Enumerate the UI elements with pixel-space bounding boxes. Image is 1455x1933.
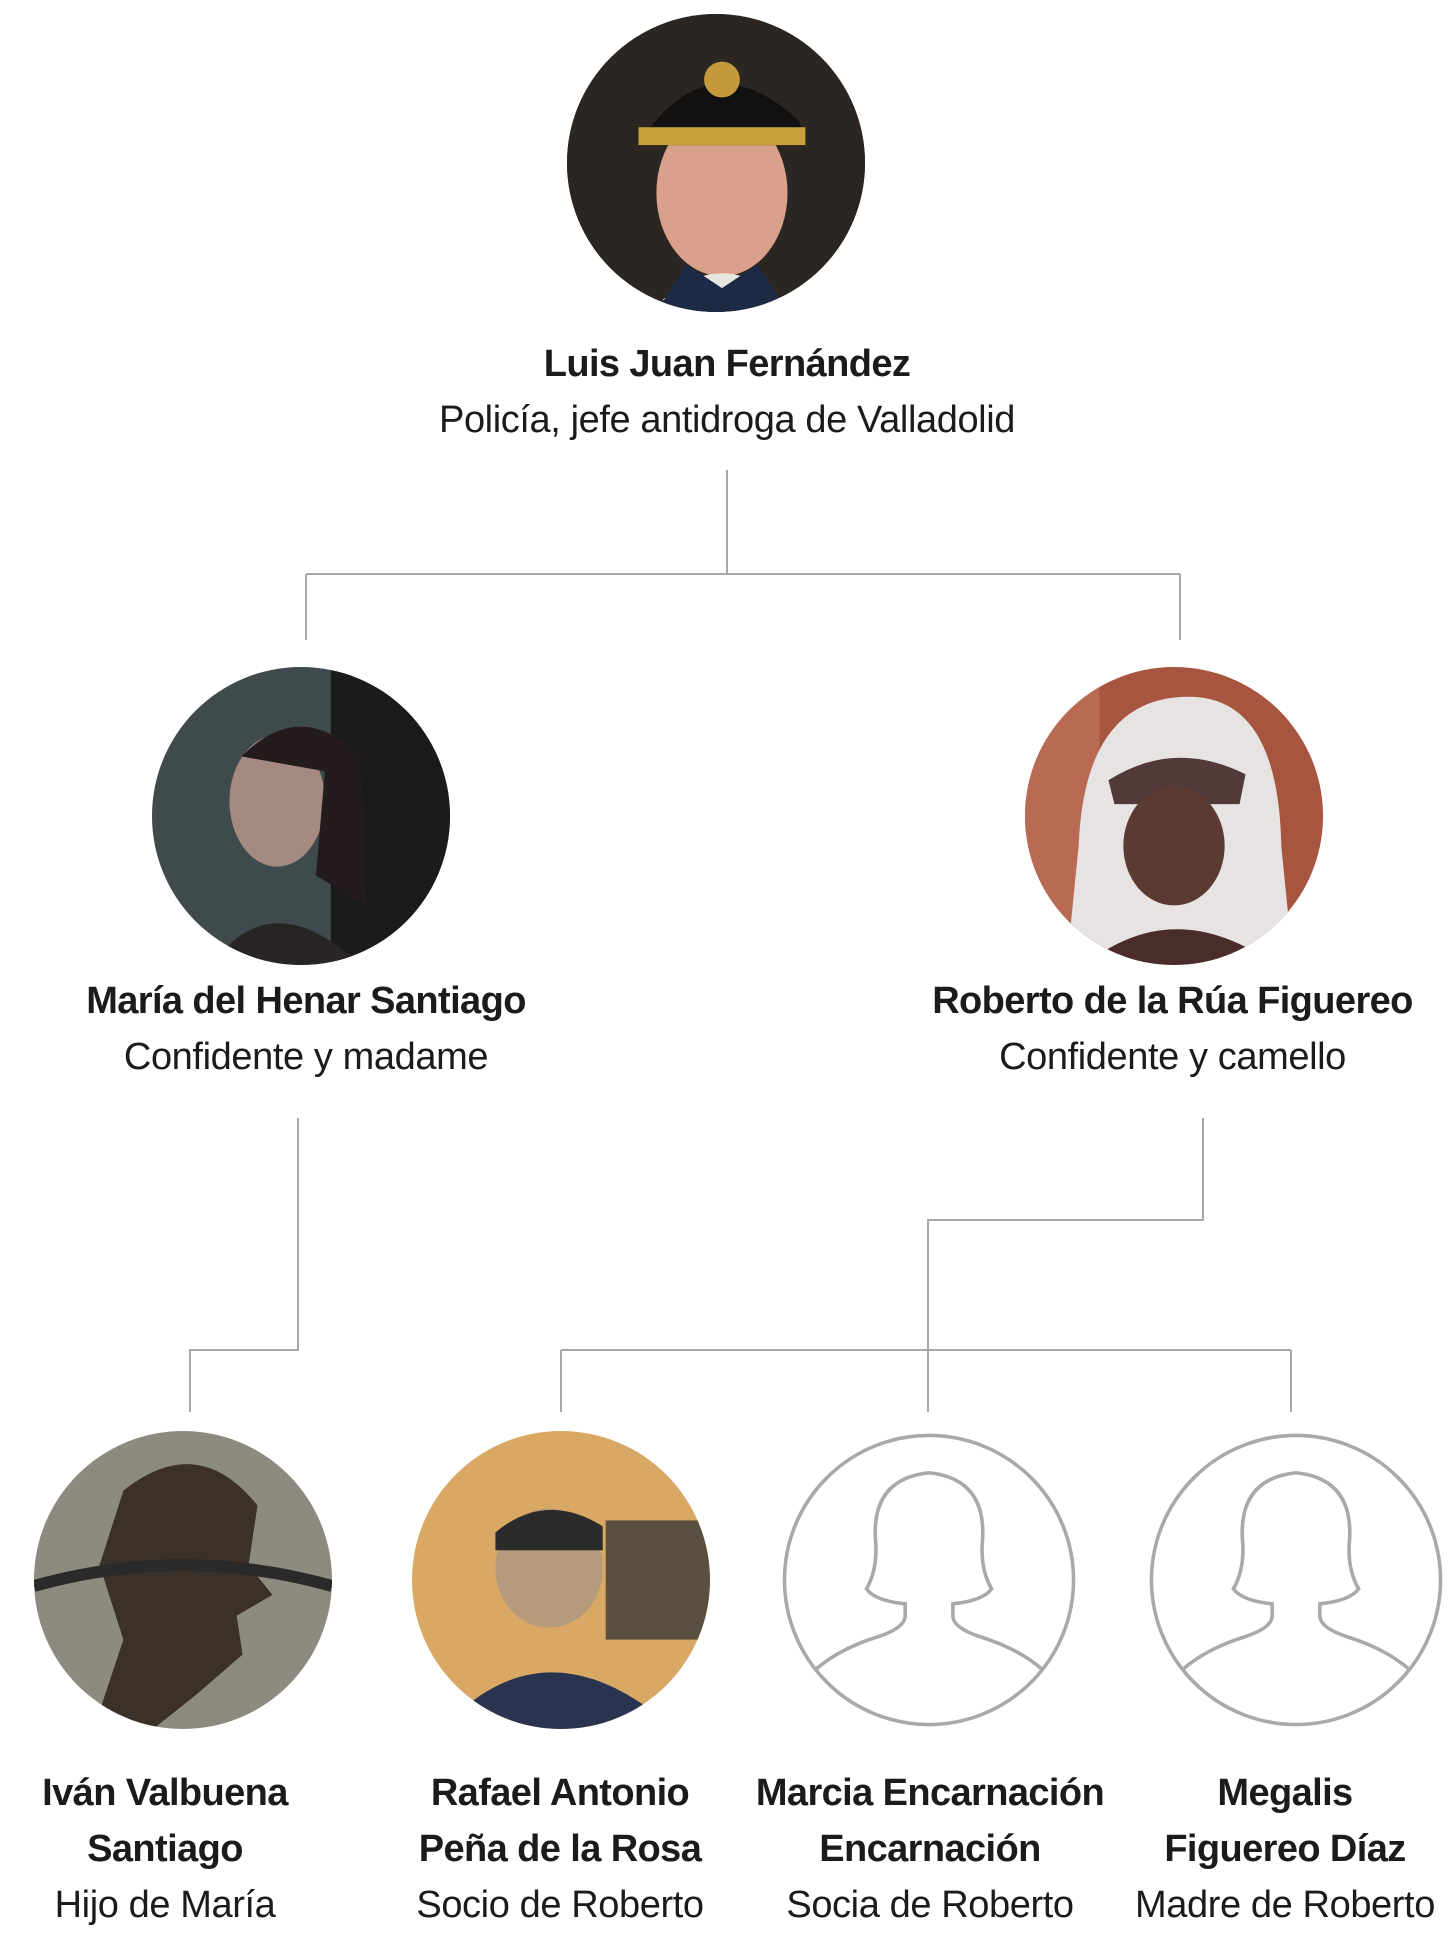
maria-label: María del Henar Santiago Confidente y ma…	[56, 973, 556, 1085]
person-name-line1: Marcia Encarnación	[755, 1772, 1105, 1814]
person-name: Roberto de la Rúa Figuereo	[932, 980, 1413, 1022]
person-role: Confidente y madame	[123, 1036, 489, 1078]
person-role: Socio de Roberto	[416, 1884, 704, 1926]
marcia-label: Marcia Encarnación Encarnación Socia de …	[725, 1765, 1135, 1933]
connector-maria-to-ivan	[189, 1118, 299, 1412]
person-name-line2: Peña de la Rosa	[418, 1828, 702, 1870]
person-name-line1: Megalis	[1217, 1772, 1353, 1814]
person-role: Hijo de María	[54, 1884, 276, 1926]
marcia-photo	[780, 1431, 1078, 1729]
person-name-line1: Iván Valbuena	[42, 1772, 288, 1814]
megalis-label: Megalis Figuereo Díaz Madre de Roberto	[1115, 1765, 1455, 1933]
person-role: Madre de Roberto	[1135, 1884, 1435, 1926]
roberto-photo	[1025, 667, 1323, 965]
person-name-line2: Figuereo Díaz	[1164, 1828, 1406, 1870]
roberto-label: Roberto de la Rúa Figuereo Confidente y …	[890, 973, 1455, 1085]
person-role: Socia de Roberto	[786, 1884, 1074, 1926]
luis-photo	[567, 14, 865, 312]
rafael-photo	[412, 1431, 710, 1729]
female-placeholder-icon	[1149, 1433, 1443, 1727]
ivan-photo	[34, 1431, 332, 1729]
person-role: Confidente y camello	[999, 1036, 1346, 1078]
rafael-label: Rafael Antonio Peña de la Rosa Socio de …	[390, 1765, 730, 1933]
person-name: Luis Juan Fernández	[543, 343, 911, 385]
person-role: Policía, jefe antidroga de Valladolid	[439, 399, 1015, 441]
connector-roberto-to-level3	[560, 1118, 1292, 1412]
person-name: María del Henar Santiago	[86, 980, 526, 1022]
luis-label: Luis Juan Fernández Policía, jefe antidr…	[327, 336, 1127, 448]
female-placeholder-icon	[782, 1433, 1076, 1727]
maria-photo	[152, 667, 450, 965]
person-name-line2: Santiago	[87, 1828, 243, 1870]
ivan-label: Iván Valbuena Santiago Hijo de María	[0, 1765, 330, 1933]
megalis-photo	[1147, 1431, 1445, 1729]
connector-luis-to-level2	[305, 470, 1181, 640]
person-name-line1: Rafael Antonio	[430, 1772, 690, 1814]
person-name-line2: Encarnación	[819, 1828, 1041, 1870]
